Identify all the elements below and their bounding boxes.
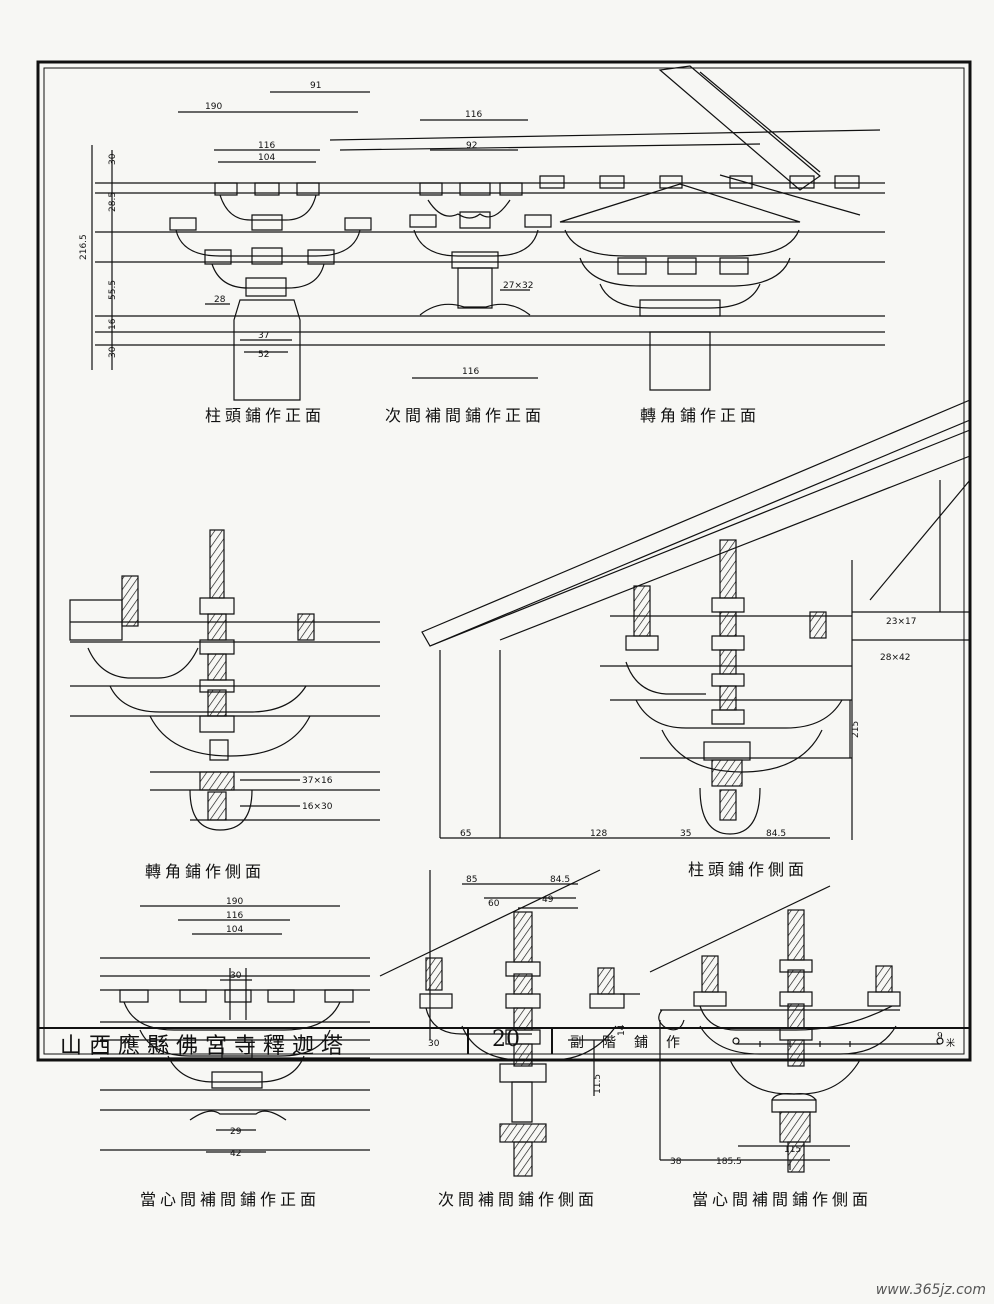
dim-label: 30 (108, 153, 118, 165)
section-corner-side (69, 529, 380, 831)
dim-label: 104 (226, 925, 243, 935)
dim-label: 30 (428, 1039, 440, 1049)
dim-label: 55.5 (108, 280, 118, 300)
dim-label: 23×17 (886, 617, 916, 627)
scale-bar (732, 1037, 944, 1047)
sheet-border (36, 60, 972, 1062)
dim-label: 52 (258, 350, 269, 360)
dim-label: 28.5 (108, 192, 118, 212)
dim-label: 37×16 (302, 776, 333, 786)
dim-label: 91 (310, 81, 321, 91)
dim-label: 60 (488, 899, 500, 909)
dim-label: 29 (230, 1127, 242, 1137)
elevation-dimension-labels: 91 190 116 104 116 92 116 216.5 30 28.5 … (79, 81, 533, 377)
dim-label: 49 (542, 895, 554, 905)
scale-end-label: 9 (937, 1032, 943, 1042)
dim-label: 16 (108, 318, 118, 330)
dim-label: 215 (851, 721, 861, 738)
dim-label: 216.5 (79, 234, 89, 260)
caption-corner-side: 轉角鋪作側面 (145, 862, 266, 881)
dim-label: 115 (784, 1145, 801, 1155)
dim-label: 116 (258, 141, 275, 151)
elevation-central-intermediate (100, 905, 370, 1153)
dim-label: 37 (258, 331, 269, 341)
dim-label: 116 (462, 367, 479, 377)
caption-column-head-front: 柱頭鋪作正面 (205, 406, 326, 425)
caption-secondary-intermediate-front: 次間補間鋪作正面 (385, 406, 546, 425)
dim-label: 65 (460, 829, 471, 839)
dim-label: 27×32 (503, 281, 533, 291)
dim-label: 190 (226, 897, 243, 907)
dim-label: 92 (466, 141, 477, 151)
dim-label: 11.5 (593, 1074, 603, 1094)
dim-label: 116 (465, 110, 482, 120)
dim-label: 84.5 (550, 875, 570, 885)
dim-label: 35 (680, 829, 691, 839)
caption-central-intermediate-side: 當心間補間鋪作側面 (692, 1190, 873, 1209)
sheet-number: 20 (492, 1027, 520, 1052)
dim-label: 30 (108, 346, 118, 358)
section-secondary-intermediate-side (379, 869, 640, 1177)
section-central-intermediate-side (649, 885, 901, 1173)
dim-label: 116 (226, 911, 243, 921)
dim-label: 28 (214, 295, 226, 305)
dim-label: 85 (466, 875, 477, 885)
dim-label: 14 (617, 1024, 627, 1036)
watermark: www.365jz.com (875, 1282, 986, 1298)
caption-corner-front: 轉角鋪作正面 (640, 406, 761, 425)
dim-label: 28×42 (880, 653, 910, 663)
scale-unit-label: 米 (946, 1039, 956, 1049)
dim-label: 42 (230, 1149, 241, 1159)
section-column-head-side (421, 399, 971, 840)
caption-secondary-intermediate-side: 次間補間鋪作側面 (438, 1190, 599, 1209)
elevation-column-head (91, 65, 885, 401)
dim-label: 16×30 (302, 802, 333, 812)
dim-label: 84.5 (766, 829, 786, 839)
dim-label: 185.5 (716, 1157, 742, 1167)
dim-label: 38 (670, 1157, 682, 1167)
dim-label: 190 (205, 102, 222, 112)
dim-label: 128 (590, 829, 607, 839)
sheet-subject: 副階鋪作 (570, 1035, 698, 1051)
dim-label: 30 (230, 971, 242, 981)
drawing-title: 山西應縣佛宮寺釋迦塔 (60, 1034, 351, 1059)
caption-central-intermediate-front: 當心間補間鋪作正面 (140, 1190, 321, 1209)
caption-column-head-side: 柱頭鋪作側面 (688, 860, 809, 879)
dim-label: 104 (258, 153, 275, 163)
